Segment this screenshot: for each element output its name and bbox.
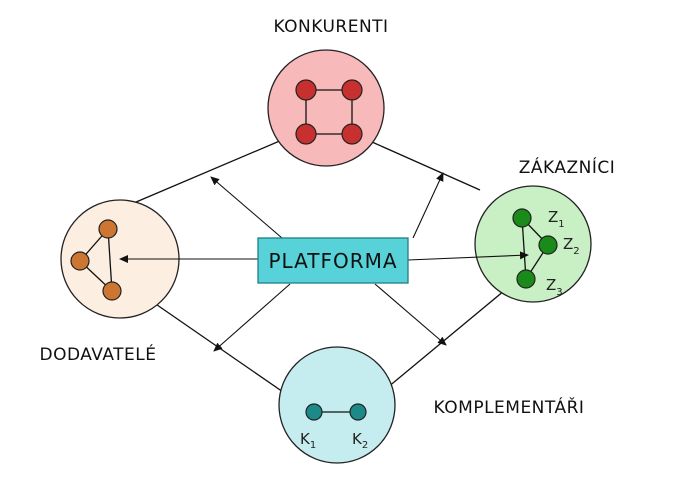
konkurenti-circle xyxy=(267,49,385,167)
konkurenti-network xyxy=(295,79,363,145)
zakaznici-circle xyxy=(474,185,592,303)
komplementari-node-k2 xyxy=(349,403,367,421)
platforma-box xyxy=(258,238,408,283)
komplementari-network: K1 K2 xyxy=(300,403,368,451)
k2-label: K2 xyxy=(352,430,368,451)
ring-edge-konkurenti-zakaznici xyxy=(371,141,481,191)
dodavatele-node xyxy=(98,219,118,239)
arrow-to-dodavatele-komplementari-edge xyxy=(213,283,291,352)
zakaznici-node-z2 xyxy=(538,235,558,255)
z3-label: Z3 xyxy=(546,276,563,298)
zakaznici-label: ZÁKAZNÍCI xyxy=(519,156,616,178)
arrow-to-komplementari-zakaznici-edge xyxy=(374,283,447,346)
zakaznici-network: Z1 Z2 Z3 xyxy=(512,208,580,298)
konkurenti-label: KONKURENTI xyxy=(273,17,388,37)
komplementari-node-k1 xyxy=(305,403,323,421)
platforma-label: PLATFORMA xyxy=(268,249,397,273)
platform-arrows xyxy=(119,172,529,352)
zakaznici-node-z1 xyxy=(512,208,532,228)
arrow-to-dodavatele-konkurenti-edge xyxy=(210,176,283,239)
z2-label: Z2 xyxy=(563,235,580,257)
dodavatele-node xyxy=(70,251,90,271)
dodavatele-network xyxy=(70,219,122,301)
arrow-to-konkurenti-zakaznici-edge xyxy=(412,172,444,239)
zakaznici-node-z3 xyxy=(516,269,536,289)
konkurenti-node xyxy=(295,79,317,101)
arrow-to-zakaznici xyxy=(407,251,529,261)
ring-edge-dodavatele-konkurenti xyxy=(121,139,283,209)
komplementari-circle xyxy=(278,346,396,464)
k1-label: K1 xyxy=(300,430,316,451)
platforma-box-border xyxy=(257,237,409,284)
z1-label: Z1 xyxy=(548,208,565,230)
dodavatele-node xyxy=(102,281,122,301)
komplementari-label: KOMPLEMENTÁŘI xyxy=(434,396,585,418)
dodavatele-label: DODAVATELÉ xyxy=(40,343,157,365)
dodavatele-edge xyxy=(107,228,113,292)
konkurenti-node xyxy=(295,123,317,145)
konkurenti-node xyxy=(341,123,363,145)
konkurenti-node xyxy=(341,79,363,101)
zakaznici-edge xyxy=(521,217,527,280)
